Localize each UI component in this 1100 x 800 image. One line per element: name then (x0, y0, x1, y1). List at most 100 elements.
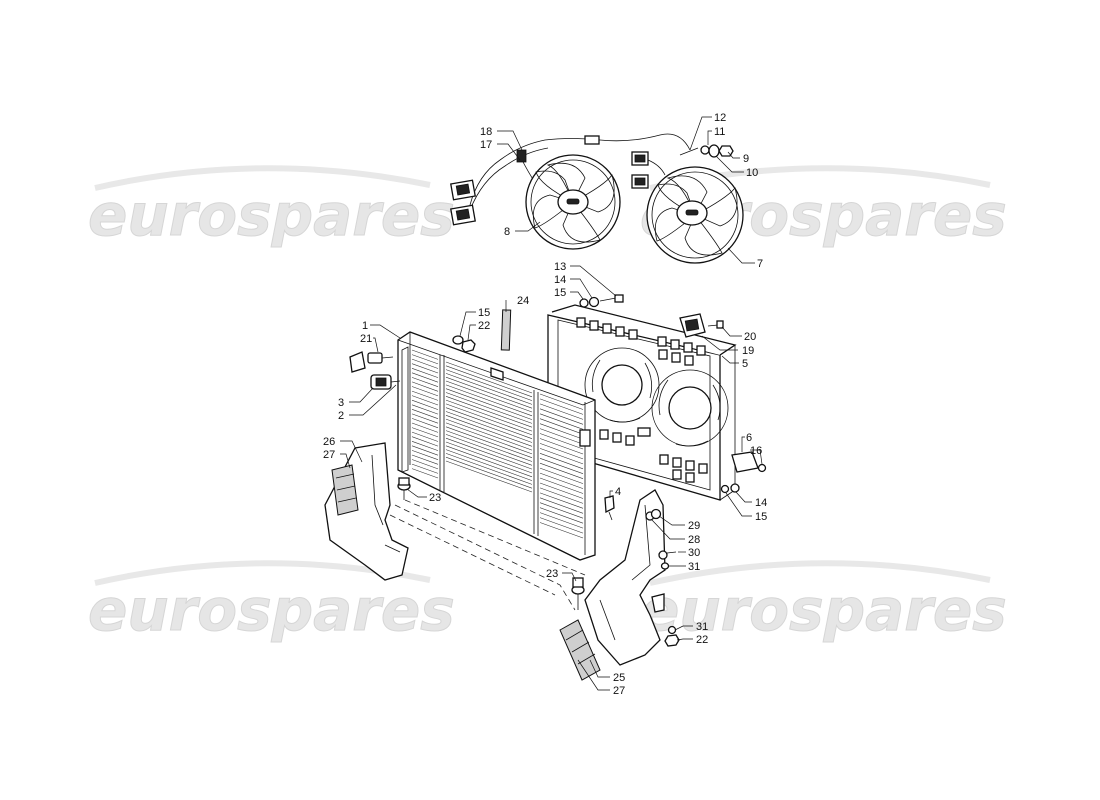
label-31-upper: 31 (688, 561, 700, 573)
connector-right-lower (631, 174, 649, 189)
temperature-switch (349, 351, 401, 390)
label-28: 28 (688, 534, 700, 546)
radiator-fin (445, 373, 533, 405)
radiator-fin (411, 363, 439, 374)
radiator-fin (411, 436, 439, 447)
label-25: 25 (613, 672, 625, 684)
radiator-top-nut (452, 335, 476, 353)
radiator-fin (411, 463, 439, 474)
label-5: 5 (742, 358, 748, 370)
radiator-fin (411, 358, 439, 369)
label-11: 11 (714, 126, 725, 138)
label-4: 4 (615, 486, 621, 498)
radiator-fin (411, 454, 439, 465)
radiator-fin (539, 458, 584, 474)
radiator-fin (445, 411, 533, 443)
radiator-fin (445, 407, 533, 439)
label-10: 10 (746, 167, 758, 179)
radiator-fin (411, 441, 439, 451)
label-23-left: 23 (429, 492, 441, 504)
label-13: 13 (554, 261, 566, 273)
label-27-right: 27 (613, 685, 625, 697)
shroud-bottom-vents (599, 427, 708, 483)
label-6: 6 (746, 432, 752, 444)
radiator-fin (539, 467, 584, 484)
radiator-fin (539, 517, 584, 534)
radiator-fin (445, 434, 533, 466)
radiator-fin (411, 468, 439, 479)
radiator-fin (539, 403, 584, 420)
radiator-fin (445, 449, 533, 481)
radiator-fin (445, 453, 533, 485)
radiator-fin (445, 392, 533, 424)
radiator-fin (539, 497, 584, 514)
label-30: 30 (688, 547, 700, 559)
radiator-fin (445, 460, 533, 493)
label-17: 17 (480, 139, 492, 151)
radiator-fin (539, 438, 584, 455)
radiator-fin (445, 380, 533, 413)
radiator-fin (539, 522, 584, 539)
radiator-fin (411, 368, 439, 378)
radiator-fin (539, 453, 584, 470)
radiator-fin (411, 427, 439, 438)
watermark-group: eurospares eurospares eurospares eurospa… (88, 165, 1007, 645)
label-26: 26 (323, 436, 335, 448)
label-1: 1 (362, 320, 368, 332)
radiator-fin (539, 492, 584, 509)
label-15-radiator: 15 (478, 307, 490, 319)
radiator-fin (539, 413, 584, 430)
label-3: 3 (338, 397, 344, 409)
watermark-bottom-right: eurospares (640, 576, 1007, 644)
radiator-fin (539, 408, 584, 425)
harness-clip-18 (516, 149, 527, 163)
radiator-fin (539, 428, 584, 445)
shroud-top-vents (576, 317, 706, 366)
radiator-fin (445, 445, 533, 478)
connector-right-upper (631, 151, 649, 166)
label-20: 20 (744, 331, 756, 343)
label-22-radiator: 22 (478, 320, 490, 332)
radiator-fin (411, 354, 439, 365)
label-19: 19 (742, 345, 754, 357)
radiator-fin (411, 395, 439, 406)
label-12: 12 (714, 112, 726, 124)
fan-mount-hardware (679, 144, 734, 158)
right-air-deflector (559, 489, 666, 681)
radiator-fin (411, 381, 439, 392)
radiator-fin (411, 377, 439, 387)
radiator-core (411, 349, 584, 539)
relay-bracket (679, 313, 724, 338)
seal-strip (500, 309, 512, 351)
label-8: 8 (504, 226, 510, 238)
watermark-swoosh-4 (649, 560, 991, 586)
label-9: 9 (743, 153, 749, 165)
radiator-fin (411, 445, 439, 456)
label-29: 29 (688, 520, 700, 532)
radiator-fin (539, 398, 584, 415)
radiator-fin (539, 482, 584, 499)
watermark-bottom-left: eurospares (88, 576, 455, 644)
radiator-fin (411, 390, 439, 401)
radiator-fin (411, 418, 439, 429)
right-electric-fan (646, 166, 744, 264)
radiator-fin (445, 456, 533, 489)
radiator-fin (539, 507, 584, 524)
foam-pad-right (559, 619, 601, 681)
part-labels: 18 17 12 11 9 10 8 7 13 14 15 24 15 22 1… (323, 112, 767, 697)
label-7: 7 (757, 258, 763, 270)
label-14-bottom: 14 (755, 497, 767, 509)
watermark-top-left: eurospares (88, 181, 455, 249)
radiator-fin (445, 384, 533, 417)
label-22-lower: 22 (696, 634, 708, 646)
label-31-lower: 31 (696, 621, 708, 633)
label-24: 24 (517, 295, 529, 307)
radiator-fin (445, 437, 533, 470)
label-18: 18 (480, 126, 492, 138)
label-16: 16 (750, 445, 762, 457)
label-15-top: 15 (554, 287, 566, 299)
shroud-side-bracket (731, 451, 767, 473)
radiator-fin (539, 433, 584, 450)
radiator-fin (539, 423, 584, 440)
